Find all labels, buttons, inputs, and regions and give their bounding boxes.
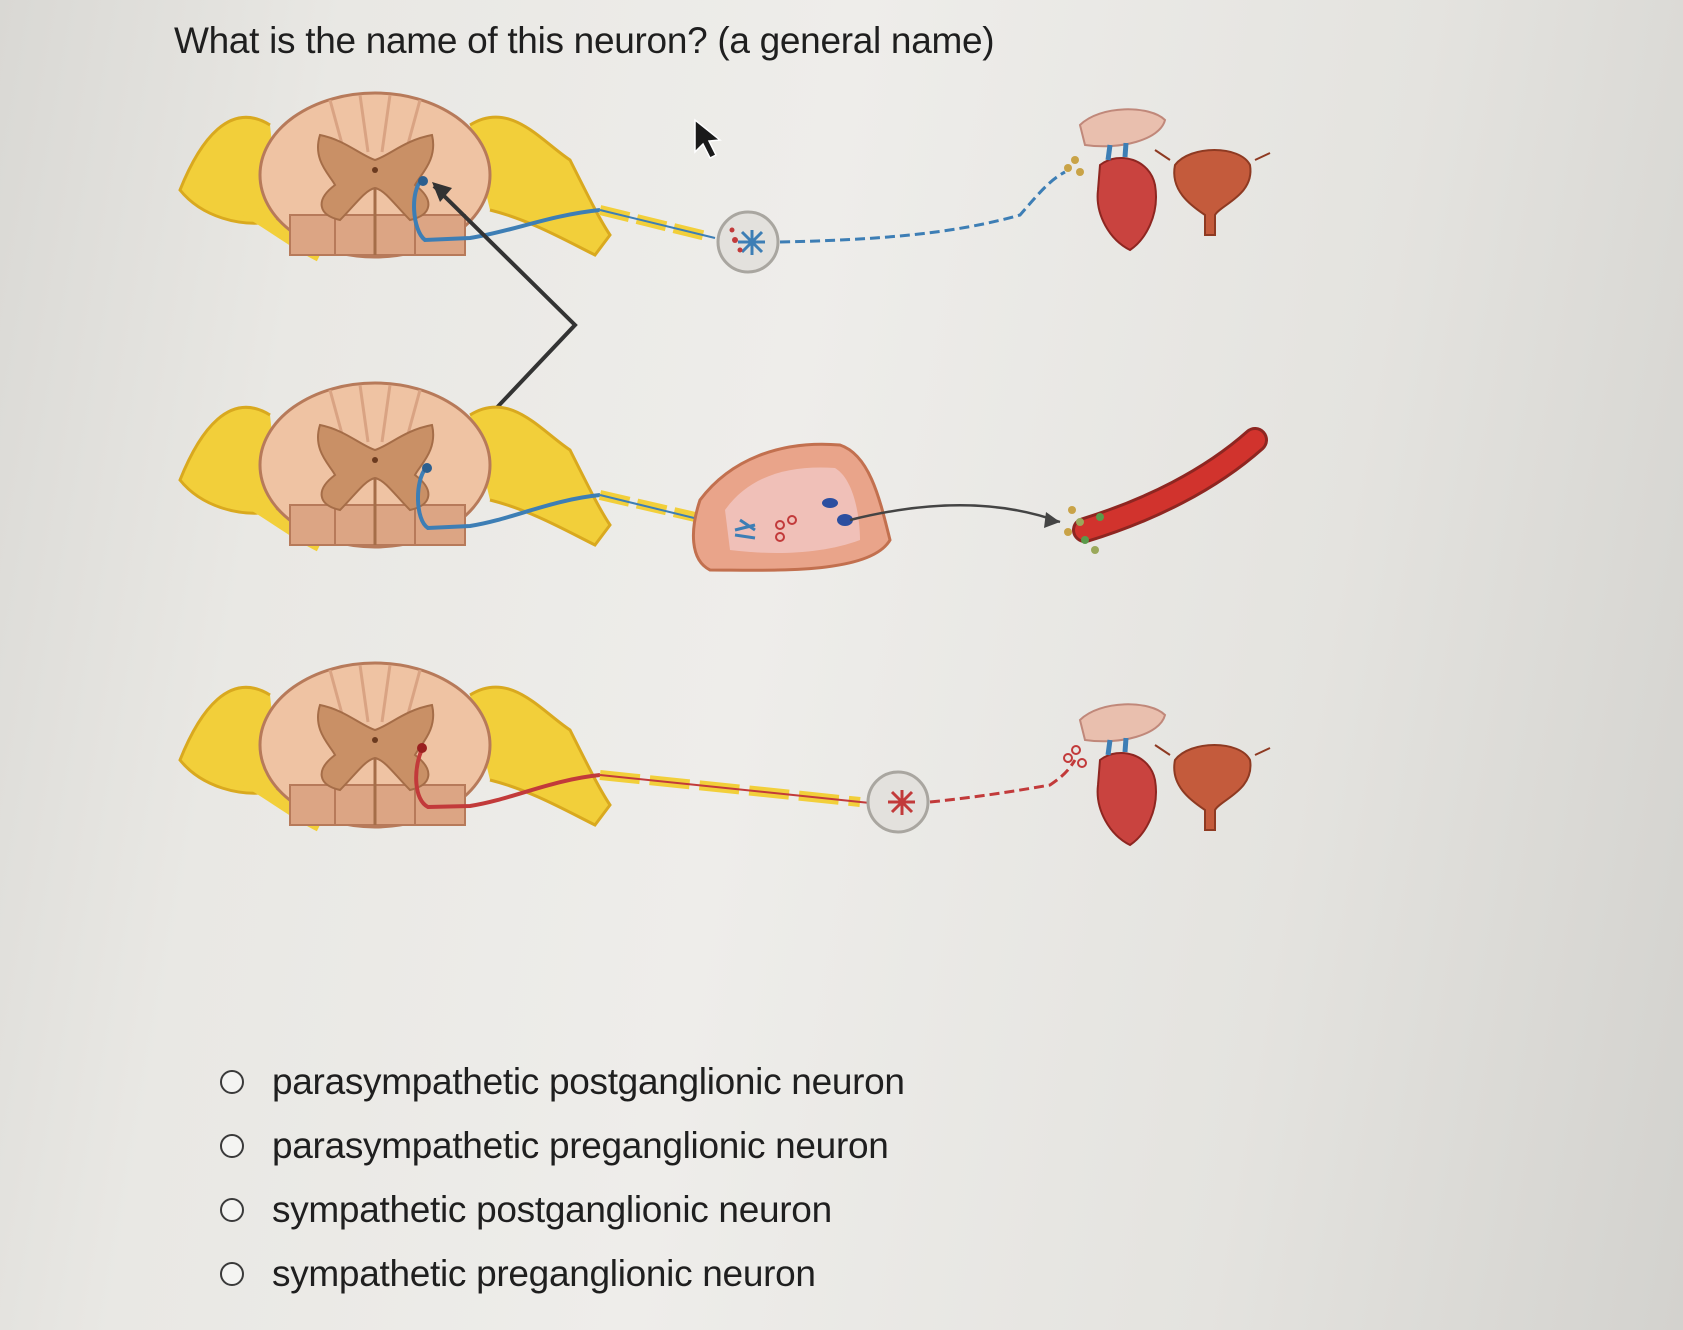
radio-button[interactable]: [220, 1134, 244, 1158]
spinal-cord-2: [180, 383, 610, 547]
option-sympathetic-preganglionic[interactable]: sympathetic preganglionic neuron: [220, 1242, 905, 1306]
option-sympathetic-postganglionic[interactable]: sympathetic postganglionic neuron: [220, 1178, 905, 1242]
preganglionic-axon-2: [416, 466, 601, 531]
option-parasympathetic-postganglionic[interactable]: parasympathetic postganglionic neuron: [220, 1050, 905, 1114]
radio-button[interactable]: [220, 1198, 244, 1222]
blood-vessel: [1072, 427, 1268, 543]
option-parasympathetic-preganglionic[interactable]: parasympathetic preganglionic neuron: [220, 1114, 905, 1178]
neuron-diagram: [170, 80, 1370, 945]
radio-button[interactable]: [220, 1262, 244, 1286]
preganglionic-axon-3: [414, 748, 601, 810]
target-organs-1: [1080, 109, 1270, 250]
option-label: parasympathetic postganglionic neuron: [272, 1061, 905, 1102]
radio-button[interactable]: [220, 1070, 244, 1094]
answer-options: parasympathetic postganglionic neuron pa…: [220, 1050, 905, 1306]
option-label: sympathetic postganglionic neuron: [272, 1189, 832, 1230]
option-label: sympathetic preganglionic neuron: [272, 1253, 816, 1294]
question-text: What is the name of this neuron? (a gene…: [174, 20, 995, 61]
preganglionic-axon-1: [412, 178, 601, 243]
postganglionic-axon-1: [779, 170, 1066, 244]
hormone-arrow: [849, 504, 1061, 524]
option-label: parasympathetic preganglionic neuron: [272, 1125, 889, 1166]
spinal-cord-1: [180, 93, 610, 257]
target-organs-3: [1080, 704, 1270, 845]
spinal-cord-3: [180, 663, 610, 827]
postganglionic-axon-3: [929, 759, 1077, 804]
mouse-cursor-icon: [694, 118, 722, 160]
